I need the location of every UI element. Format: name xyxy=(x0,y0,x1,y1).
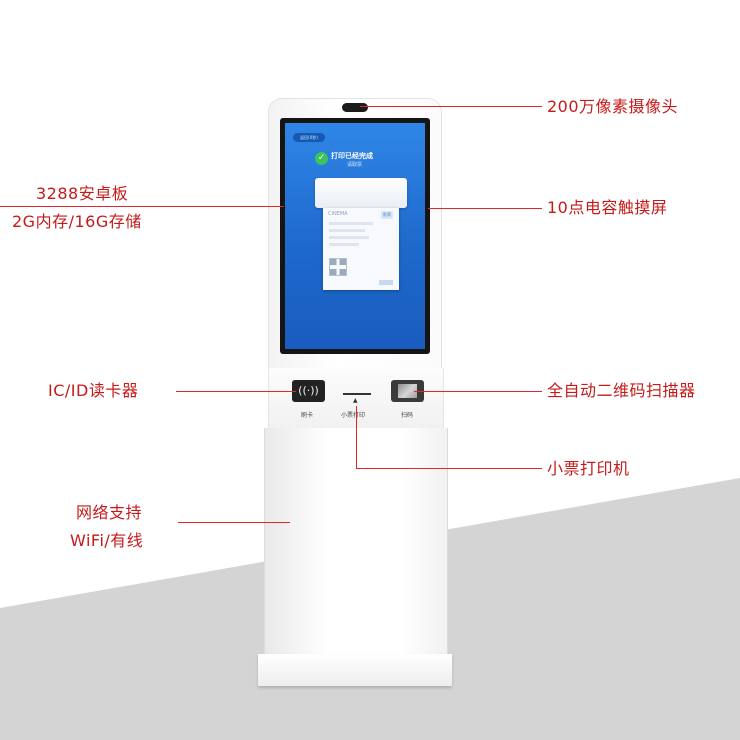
callout-line-touchscreen xyxy=(428,208,542,209)
up-arrow-icon: ▲ xyxy=(353,397,358,404)
callout-line-network xyxy=(178,522,290,523)
scanner-callout-label: 全自动二维码扫描器 xyxy=(547,381,696,400)
board-callout-line2: 2G内存/16G存储 xyxy=(12,212,142,231)
callout-line-printer xyxy=(356,468,542,469)
printer-illustration xyxy=(315,178,407,208)
back-button[interactable]: 返回(0秒) xyxy=(293,133,325,142)
check-circle-icon: ✓ xyxy=(315,152,328,165)
print-status-title: 打印已经完成 xyxy=(331,152,373,160)
ticket-tag: 影票 xyxy=(381,211,393,219)
ticket-line xyxy=(329,229,365,232)
callout-line-printer-vertical xyxy=(356,406,357,468)
print-status-subtitle: 请取票 xyxy=(347,162,363,168)
board-callout-line1: 3288安卓板 xyxy=(36,184,129,203)
touchscreen-display[interactable]: 返回(0秒) ✓ 打印已经完成 请取票 CINEMA 影票 xyxy=(285,123,425,349)
screen-bezel: 返回(0秒) ✓ 打印已经完成 请取票 CINEMA 影票 xyxy=(280,118,430,354)
nfc-wave-icon[interactable]: ((·)) xyxy=(292,380,325,402)
callout-line-camera xyxy=(360,106,542,107)
qr-scanner[interactable] xyxy=(391,380,424,402)
touchscreen-callout-label: 10点电容触摸屏 xyxy=(547,198,668,217)
scanner-window-icon xyxy=(398,384,417,398)
callout-line-card-reader xyxy=(176,391,296,392)
callout-line-scanner xyxy=(414,391,542,392)
camera-callout-label: 200万像素摄像头 xyxy=(547,97,679,116)
kiosk-base xyxy=(258,654,452,686)
ticket-illustration: CINEMA 影票 xyxy=(323,208,399,290)
ticket-line xyxy=(329,236,369,239)
ticket-outlet xyxy=(343,393,371,395)
ticket-brand: CINEMA xyxy=(328,211,348,217)
card-reader-callout-label: IC/ID读卡器 xyxy=(48,381,139,400)
scanner-label: 扫码 xyxy=(401,412,414,419)
callout-line-board xyxy=(0,206,284,207)
ticket-line xyxy=(329,222,373,225)
printer-callout-label: 小票打印机 xyxy=(547,459,630,478)
ticket-printer-label: 小票打印 xyxy=(341,412,366,419)
ticket-button-graphic xyxy=(379,280,393,285)
network-callout-line1: 网络支持 xyxy=(76,503,143,522)
ticket-line xyxy=(329,243,359,246)
kiosk-head: 返回(0秒) ✓ 打印已经完成 请取票 CINEMA 影票 xyxy=(268,98,442,388)
qr-code-icon xyxy=(329,258,347,276)
card-reader-label: 刷卡 xyxy=(301,412,314,419)
camera-icon xyxy=(342,103,368,112)
network-callout-line2: WiFi/有线 xyxy=(70,531,144,550)
